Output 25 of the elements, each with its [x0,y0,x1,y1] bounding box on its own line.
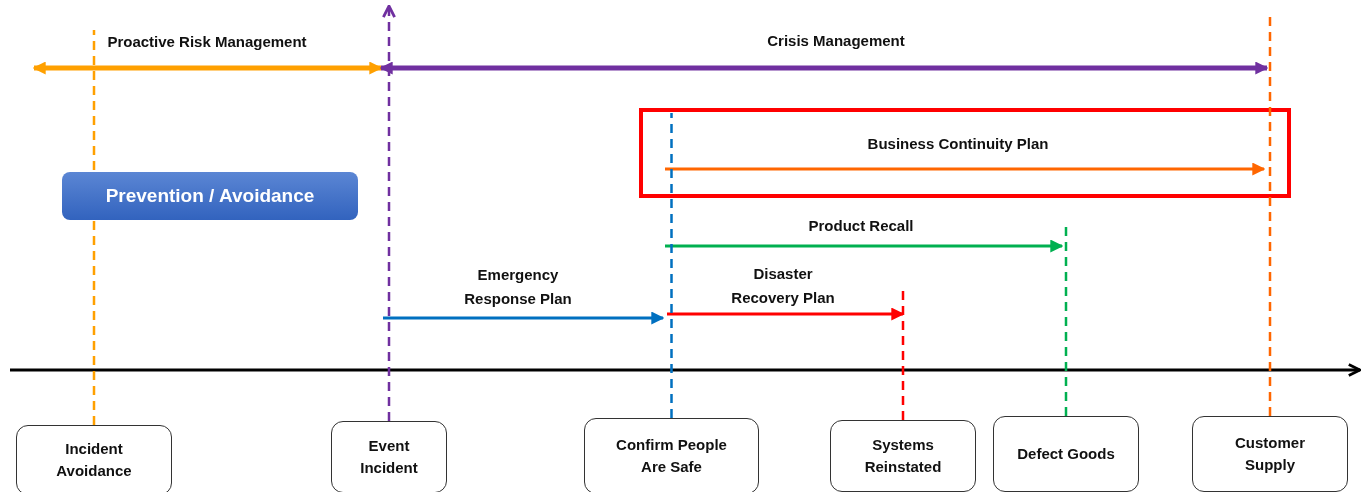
milestone-label: Defect Goods [1017,444,1115,464]
milestone-box [993,416,1139,492]
milestone-label: Customer Supply [1234,433,1306,475]
banner-label: Prevention / Avoidance [105,185,315,207]
milestone-label: Systems Reinstated [863,435,943,477]
milestone-box [1192,416,1348,492]
milestone-label: Incident Avoidance [55,439,133,481]
span-label: Emergency Response Plan [463,265,573,309]
milestone-box [584,418,759,492]
milestone-label: Confirm People Are Safe [615,435,728,477]
milestone-box [331,421,447,492]
milestone-line [92,30,96,425]
phase-banner [62,172,358,220]
milestone-label: Event Incident [359,436,419,478]
milestone-line [901,290,905,420]
span-label: Proactive Risk Management [107,32,307,52]
milestone-line [1268,17,1272,416]
span-label: Product Recall [808,216,914,236]
milestone-box [830,420,976,492]
milestone-line [670,113,673,418]
milestone-line [382,4,396,421]
milestone-box [16,425,172,492]
span-label: Business Continuity Plan [867,134,1049,154]
span-label: Disaster Recovery Plan [730,264,836,308]
span-label: Crisis Management [767,31,905,51]
